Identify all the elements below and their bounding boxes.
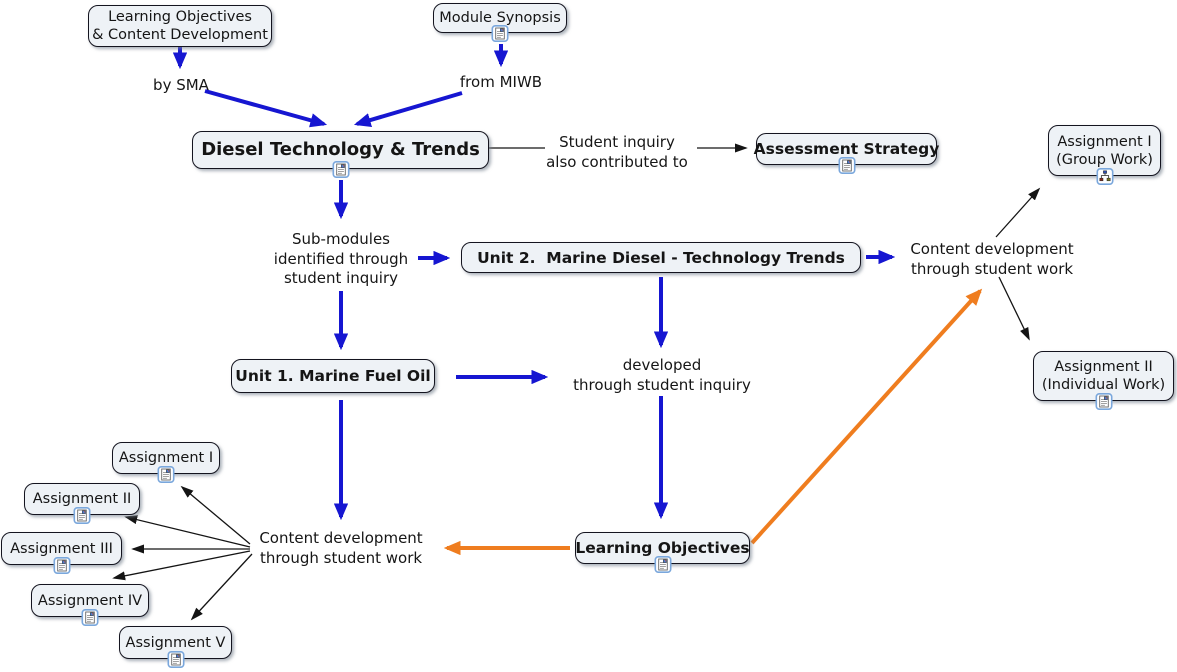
- node-label: Assignment II: [1054, 359, 1153, 375]
- link-label-text: Content development: [259, 529, 423, 547]
- note-icon[interactable]: [1095, 393, 1112, 410]
- link-label-content-dev-left[interactable]: Content development through student work: [246, 529, 436, 568]
- link-label-student-inquiry-contributed[interactable]: Student inquiry also contributed to: [528, 133, 706, 172]
- node-label: (Individual Work): [1041, 377, 1166, 393]
- arrow-contentdev-to-assignment-iv: [112, 550, 251, 581]
- node-label: Learning Objectives: [575, 539, 750, 557]
- arrow-contentdev-to-assignment-v: [190, 553, 253, 621]
- link-label-by-sma[interactable]: by SMA: [133, 76, 229, 96]
- node-assignment-iii[interactable]: Assignment III: [1, 532, 122, 565]
- node-label: (Group Work): [1056, 151, 1153, 168]
- node-unit-2[interactable]: Unit 2. Marine Diesel - Technology Trend…: [461, 242, 861, 273]
- node-label: Assessment Strategy: [753, 140, 940, 158]
- node-assignment-ii[interactable]: Assignment II: [24, 483, 140, 515]
- node-assignment-iv[interactable]: Assignment IV: [31, 584, 149, 617]
- link-label-text: through student inquiry: [573, 375, 751, 394]
- link-label-text: Student inquiry: [559, 133, 675, 151]
- node-learning-objectives[interactable]: Learning Objectives: [575, 532, 750, 564]
- link-label-text: from MIWB: [459, 73, 543, 91]
- link-label-sub-modules[interactable]: Sub-modules identified through student i…: [262, 230, 420, 289]
- node-label: Learning Objectives: [108, 9, 252, 25]
- note-icon[interactable]: [53, 557, 70, 574]
- node-assignment-1-group-work[interactable]: Assignment I (Group Work): [1048, 125, 1161, 176]
- node-label: & Content Development: [92, 27, 268, 43]
- node-unit-1[interactable]: Unit 1. Marine Fuel Oil: [231, 359, 435, 393]
- node-assignment-i[interactable]: Assignment I: [112, 442, 220, 474]
- arrow-contentdev-to-assignment-i: [180, 485, 251, 545]
- sitemap-icon[interactable]: [1096, 168, 1113, 185]
- node-label: Assignment I: [118, 450, 214, 466]
- node-assignment-v[interactable]: Assignment V: [119, 626, 232, 659]
- node-label: Assignment II: [32, 491, 132, 507]
- arrow-bysma-to-diesel: [204, 89, 328, 128]
- node-module-synopsis[interactable]: Module Synopsis: [433, 3, 567, 33]
- node-label: Assignment V: [125, 634, 226, 651]
- note-icon[interactable]: [167, 651, 184, 668]
- node-learning-objectives-content-development[interactable]: Learning Objectives & Content Developmen…: [88, 5, 272, 47]
- link-label-text: through student work: [259, 548, 423, 567]
- link-label-content-dev-right[interactable]: Content development through student work: [898, 240, 1086, 279]
- node-assessment-strategy[interactable]: Assessment Strategy: [753, 133, 940, 165]
- note-icon[interactable]: [158, 466, 175, 483]
- node-assignment-2-individual-work[interactable]: Assignment II (Individual Work): [1033, 351, 1174, 401]
- link-label-text: Content development: [910, 240, 1074, 258]
- link-label-from-miwb[interactable]: from MIWB: [447, 73, 555, 93]
- arrow-contentdev-to-assignment-ii: [124, 515, 251, 548]
- link-label-text: identified through: [273, 249, 409, 268]
- node-label: Unit 2. Marine Diesel - Technology Trend…: [477, 248, 845, 267]
- link-label-text: student inquiry: [283, 269, 399, 287]
- node-label: Assignment I: [1057, 133, 1152, 150]
- note-icon[interactable]: [332, 161, 349, 178]
- note-icon[interactable]: [838, 157, 855, 174]
- note-icon[interactable]: [82, 609, 99, 626]
- note-icon[interactable]: [492, 25, 509, 42]
- note-icon[interactable]: [654, 556, 671, 573]
- link-label-text: through student work: [910, 259, 1074, 278]
- node-label: Assignment III: [10, 540, 113, 557]
- arrow-miwb-to-diesel: [353, 91, 463, 128]
- node-diesel-technology-trends[interactable]: Diesel Technology & Trends: [192, 131, 489, 169]
- arrow-contentdev-to-assignment2-individual: [998, 276, 1030, 341]
- link-label-text: also contributed to: [546, 152, 688, 171]
- link-label-developed-student-inquiry[interactable]: developed through student inquiry: [556, 356, 768, 395]
- node-label: Assignment IV: [37, 592, 143, 609]
- link-label-text: by SMA: [153, 76, 209, 94]
- node-label: Diesel Technology & Trends: [201, 139, 480, 160]
- node-label: Module Synopsis: [439, 10, 561, 26]
- note-icon[interactable]: [74, 507, 91, 524]
- link-label-text: Sub-modules: [292, 230, 390, 248]
- arrow-learningobj-to-contentdev-right: [750, 288, 983, 545]
- link-label-text: developed: [622, 356, 702, 374]
- arrow-contentdev-to-assignment1-group: [995, 187, 1041, 238]
- node-label: Unit 1. Marine Fuel Oil: [235, 367, 431, 385]
